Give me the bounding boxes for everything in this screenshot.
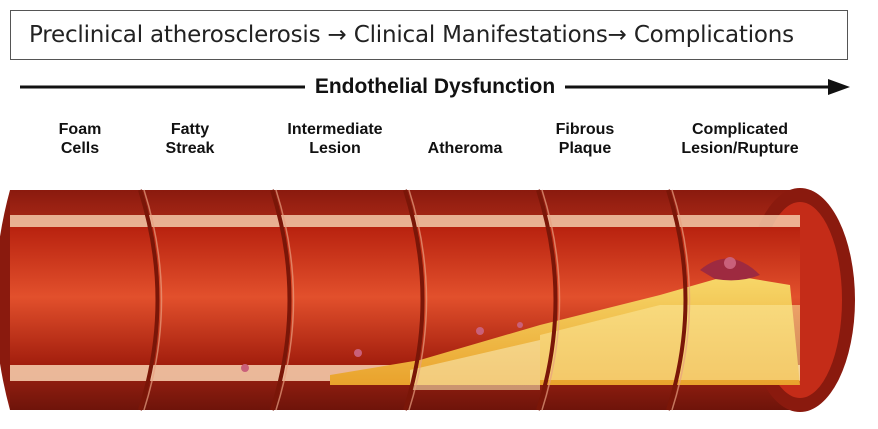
title-box: Preclinical atherosclerosis → Clinical M…: [10, 10, 848, 60]
diagram-title: Preclinical atherosclerosis → Clinical M…: [29, 22, 794, 48]
stage-label-fibrous-plaque: Fibrous Plaque: [540, 120, 630, 158]
stage-label-fatty-streak: Fatty Streak: [140, 120, 240, 158]
stage-label-foam-cells: Foam Cells: [35, 120, 125, 158]
arrow-label: Endothelial Dysfunction: [305, 75, 565, 98]
progression-arrow: Endothelial Dysfunction: [20, 74, 850, 100]
stage-label-atheroma: Atheroma: [410, 139, 520, 158]
stage-label-complicated-lesion: Complicated Lesion/Rupture: [650, 120, 830, 158]
stage-label-intermediate-lesion: Intermediate Lesion: [265, 120, 405, 158]
artery-illustration: [0, 175, 878, 415]
